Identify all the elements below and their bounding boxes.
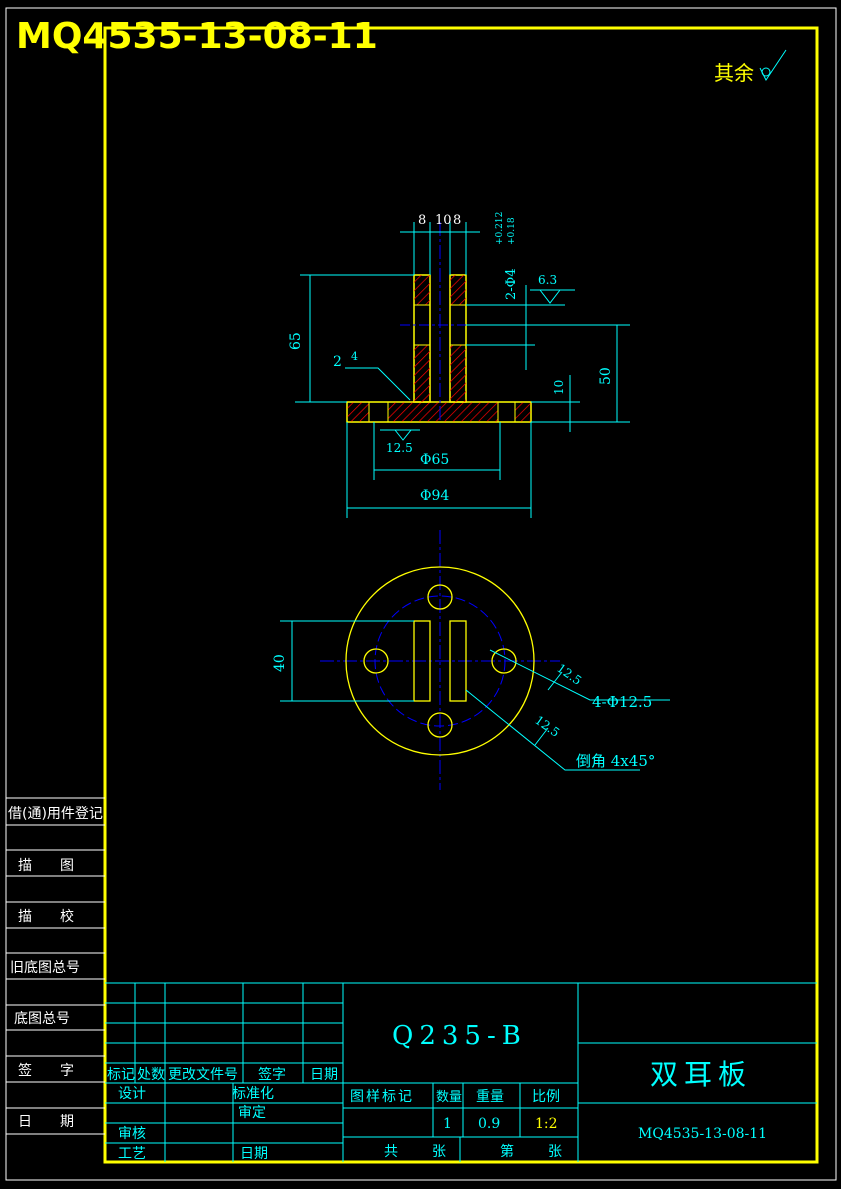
dim-top-8b: 8: [453, 213, 461, 228]
hole-left: [363, 648, 389, 674]
dim-top-10: 10: [435, 213, 452, 228]
hdr-doc: 更改文件号: [168, 1067, 238, 1083]
roughness-symbol-icon: [759, 49, 787, 81]
surface-note: 其余: [714, 61, 754, 85]
title-block: [105, 982, 817, 1162]
hatch-ear-l2: [414, 345, 430, 402]
hatch-base-r: [514, 401, 532, 423]
value-weight: 0.9: [478, 1116, 500, 1132]
hdr-sign: 签字: [258, 1066, 286, 1083]
base-circle: [345, 566, 535, 756]
weld-count: 2: [333, 354, 342, 370]
label-scale: 比例: [532, 1089, 560, 1105]
roughness-125-b: 12.5: [532, 713, 562, 740]
left-reg: 借(通)用件登记: [8, 806, 103, 822]
hatch-base-l: [346, 401, 370, 423]
dim-height-65: 65: [288, 332, 304, 350]
bolt-circle: [374, 595, 506, 727]
label-design: 设计: [118, 1086, 146, 1102]
label-review: 审核: [118, 1126, 146, 1142]
label-sheets: 张: [432, 1144, 446, 1160]
label-stage-mark: 图样标记: [350, 1089, 414, 1105]
label-standardize: 标准化: [232, 1086, 274, 1102]
dim-hole-dia: 2-Φ4: [504, 268, 519, 300]
left-old-no: 旧底图总号: [10, 960, 80, 976]
drawing-frame: [103, 26, 819, 1164]
roughness-63: 6.3: [538, 273, 557, 287]
roughness-125-a: 12.5: [554, 661, 584, 688]
label-process: 工艺: [118, 1146, 146, 1162]
roughness-125-bottom: 12.5: [386, 441, 413, 455]
value-qty: 1: [443, 1116, 452, 1132]
hdr-count: 处数: [137, 1067, 165, 1083]
weld-size: 4: [351, 350, 358, 363]
label-sheets2: 张: [548, 1144, 562, 1160]
left-sign: 签 字: [18, 1062, 74, 1079]
hole-top: [427, 584, 453, 610]
hatch-base-c: [387, 401, 499, 423]
hatch-ear-l1: [414, 275, 430, 305]
drawing-number: MQ4535-13-08-11: [638, 1126, 767, 1142]
label-weight: 重量: [476, 1089, 504, 1105]
hdr-date: 日期: [310, 1067, 338, 1083]
part-name: 双耳板: [650, 1058, 752, 1091]
hatch-ear-r1: [450, 275, 466, 305]
dim-top-8a: 8: [418, 213, 426, 228]
dim-holes-4: 4-Φ12.5: [592, 693, 652, 711]
left-date: 日 期: [18, 1114, 74, 1130]
top-view: 40 12.5 4-Φ12.5 12.5 倒角 4x45°: [272, 530, 670, 790]
label-approve: 审定: [238, 1105, 266, 1121]
header-drawing-number: MQ4535-13-08-11: [16, 16, 378, 57]
dim-width-40: 40: [272, 654, 288, 672]
label-qty: 数量: [436, 1090, 462, 1105]
value-scale: 1:2: [535, 1116, 558, 1132]
dim-hole-tol-lower: +0.18: [507, 217, 517, 245]
dim-height-50: 50: [598, 367, 614, 385]
front-view: 8 10 8 2-Φ4 +0.212 +0.18 6.3 65 50 10 2 …: [288, 212, 630, 518]
hatch-ear-r2: [450, 345, 466, 402]
ear-top-right: [449, 620, 467, 702]
hole-right: [491, 648, 517, 674]
label-date: 日期: [240, 1146, 268, 1162]
chamfer-note: 倒角 4x45°: [576, 752, 655, 770]
left-panel: [6, 797, 105, 1135]
label-sheet-no: 第: [500, 1143, 514, 1160]
ear-top-left: [413, 620, 431, 702]
outer-border: [5, 7, 837, 1181]
dim-height-10: 10: [552, 380, 566, 395]
dim-dia-94: Φ94: [420, 488, 449, 504]
dim-hole-tol-upper: +0.212: [495, 212, 505, 245]
material: Q235-B: [392, 1021, 527, 1051]
hole-bottom: [427, 712, 453, 738]
dim-dia-65: Φ65: [420, 452, 449, 468]
hdr-mark: 标记: [107, 1067, 135, 1083]
left-check: 描 校: [18, 908, 74, 925]
left-base-no: 底图总号: [14, 1011, 70, 1027]
left-tracing: 描 图: [18, 858, 74, 874]
label-total: 共: [384, 1144, 398, 1160]
